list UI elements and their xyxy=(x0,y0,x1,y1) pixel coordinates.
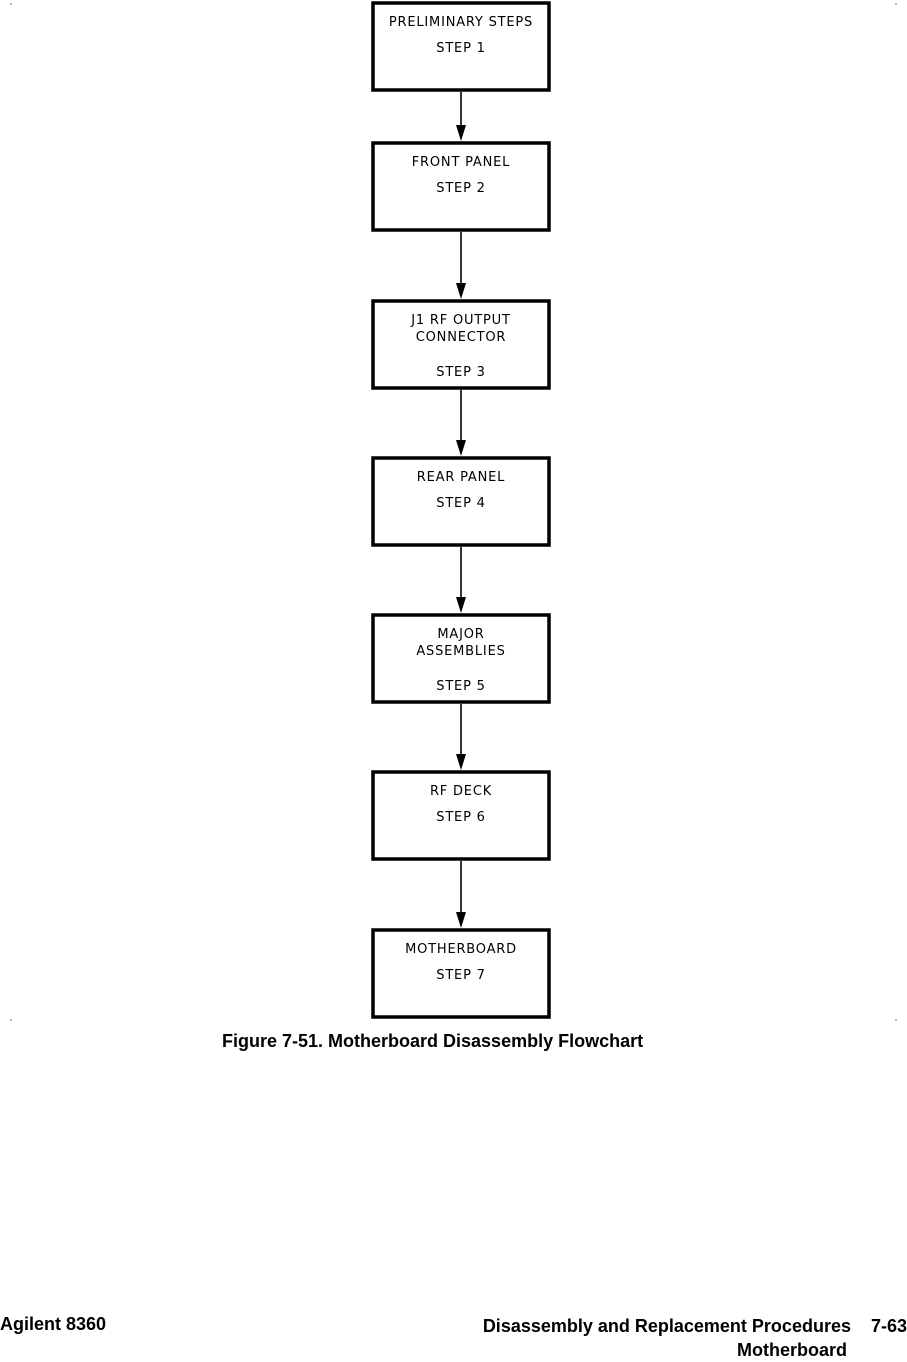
step-box-4 xyxy=(371,456,551,547)
step-box-7 xyxy=(371,928,551,1019)
figure-caption: Figure 7-51. Motherboard Disassembly Flo… xyxy=(222,1031,644,1051)
step-4-number: STEP 4 xyxy=(436,496,485,511)
step-5-number: STEP 5 xyxy=(436,679,485,694)
step-2-label-line-1: FRONT PANEL xyxy=(412,155,510,170)
footer-section-title: Disassembly and Replacement Procedures xyxy=(482,1316,851,1336)
step-box-1 xyxy=(371,1,551,92)
step-4-label-line-1: REAR PANEL xyxy=(417,470,505,485)
step-5-label-line-1: MAJOR xyxy=(437,627,484,642)
step-6-label-line-1: RF DECK xyxy=(430,784,492,799)
arrowhead-1-to-2 xyxy=(456,125,466,141)
step-3-label-line-2: CONNECTOR xyxy=(416,330,506,345)
corner-mark-top-right xyxy=(895,3,897,5)
corner-mark-bottom-right xyxy=(895,1019,897,1021)
step-6-number: STEP 6 xyxy=(436,810,485,825)
step-7-label-line-1: MOTHERBOARD xyxy=(405,942,517,957)
arrowhead-4-to-5 xyxy=(456,597,466,613)
footer-page-number: 7-63 xyxy=(870,1316,907,1336)
arrowhead-3-to-4 xyxy=(456,440,466,456)
step-3-label-line-1: J1 RF OUTPUT xyxy=(410,313,510,328)
arrowhead-2-to-3 xyxy=(456,283,466,299)
step-7-number: STEP 7 xyxy=(436,968,485,983)
step-1-label-line-1: PRELIMINARY STEPS xyxy=(389,15,533,30)
step-box-3 xyxy=(371,299,551,390)
step-5-label-line-2: ASSEMBLIES xyxy=(416,644,505,659)
step-2-number: STEP 2 xyxy=(436,181,485,196)
footer-section-info: Disassembly and Replacement Procedures 7-… xyxy=(483,1314,907,1362)
step-box-2 xyxy=(371,141,551,232)
step-1-number: STEP 1 xyxy=(436,41,485,56)
disassembly-flowchart: PRELIMINARY STEPS STEP 1 FRONT PANEL STEP 2… xyxy=(371,1,551,1019)
corner-mark-bottom-left xyxy=(10,1019,12,1021)
footer-subsection-title: Motherboard xyxy=(737,1340,847,1360)
step-box-6 xyxy=(371,770,551,861)
arrowhead-6-to-7 xyxy=(456,912,466,928)
arrowhead-5-to-6 xyxy=(456,754,466,770)
step-3-number: STEP 3 xyxy=(436,365,485,380)
step-box-5 xyxy=(371,613,551,704)
footer-product-name: Agilent 8360 xyxy=(0,1314,107,1334)
corner-mark-top-left xyxy=(10,3,12,5)
